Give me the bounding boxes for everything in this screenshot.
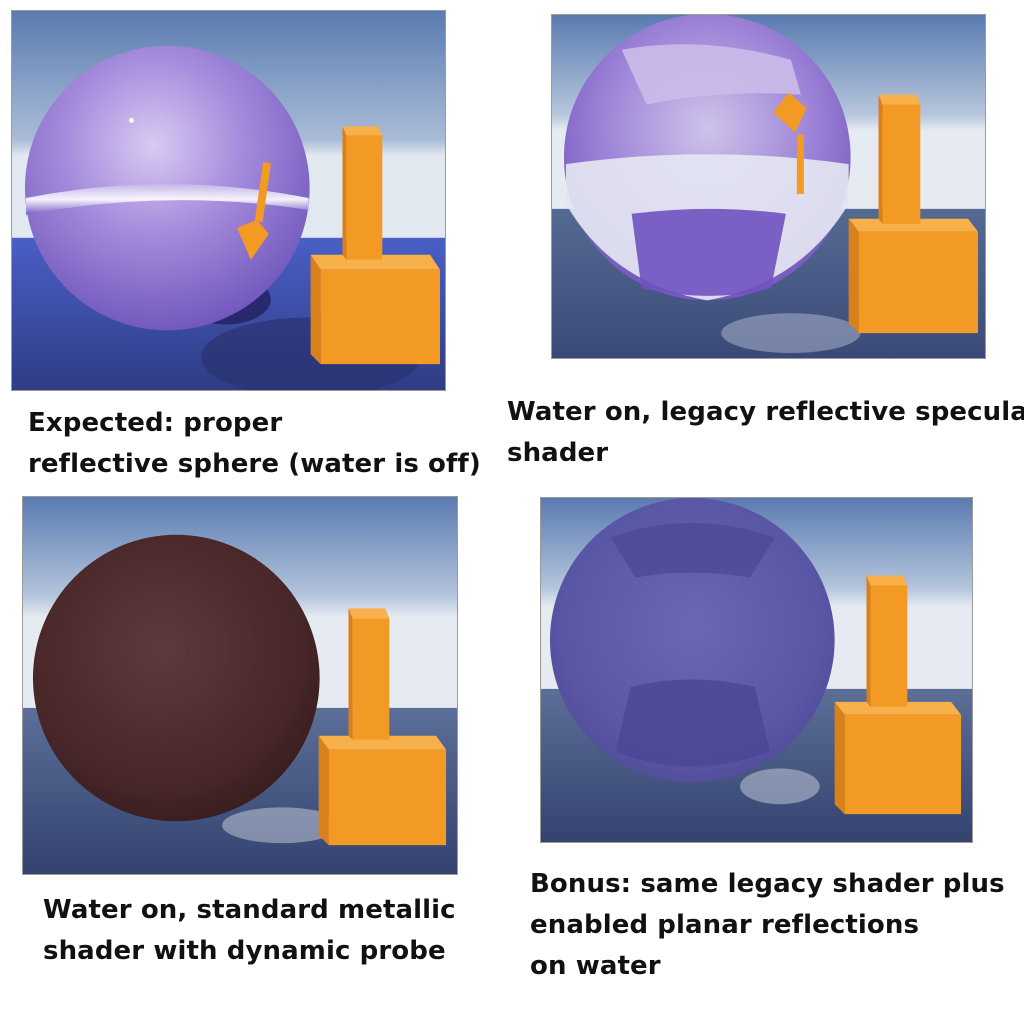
cube-object xyxy=(834,575,962,815)
caption-standard-metallic: Water on, standard metallic shader with … xyxy=(43,890,456,972)
scene-standard-metallic xyxy=(23,497,457,874)
scene-legacy-specular xyxy=(552,15,985,358)
caption-line: enabled planar reflections xyxy=(530,910,920,940)
caption-legacy-specular: Water on, legacy reflective specular sha… xyxy=(507,392,1024,474)
caption-line: reflective sphere (water is off) xyxy=(28,449,481,479)
caption-line: Water on, standard metallic xyxy=(43,895,456,925)
scene-expected xyxy=(12,11,445,390)
caption-expected: Expected: proper reflective sphere (wate… xyxy=(28,403,481,485)
sphere xyxy=(549,498,835,783)
reflected-cube xyxy=(236,161,271,260)
render-planar-reflections xyxy=(540,497,973,843)
scene-planar-reflections xyxy=(541,498,972,842)
reflected-cube xyxy=(772,92,807,194)
sphere xyxy=(32,534,320,822)
caption-line: on water xyxy=(530,951,661,981)
caption-line: Expected: proper xyxy=(28,408,283,438)
cube-object xyxy=(848,94,979,334)
caption-line: Water on, legacy reflective specular xyxy=(507,397,1024,427)
render-legacy-specular xyxy=(551,14,986,359)
cube-object xyxy=(310,126,441,365)
caption-line: shader xyxy=(507,438,609,468)
cube-object xyxy=(318,608,447,846)
render-standard-metallic xyxy=(22,496,458,875)
render-expected xyxy=(11,10,446,391)
caption-line: shader with dynamic probe xyxy=(43,936,446,966)
caption-planar-reflections: Bonus: same legacy shader plus enabled p… xyxy=(530,864,1005,987)
caption-line: Bonus: same legacy shader plus xyxy=(530,869,1005,899)
